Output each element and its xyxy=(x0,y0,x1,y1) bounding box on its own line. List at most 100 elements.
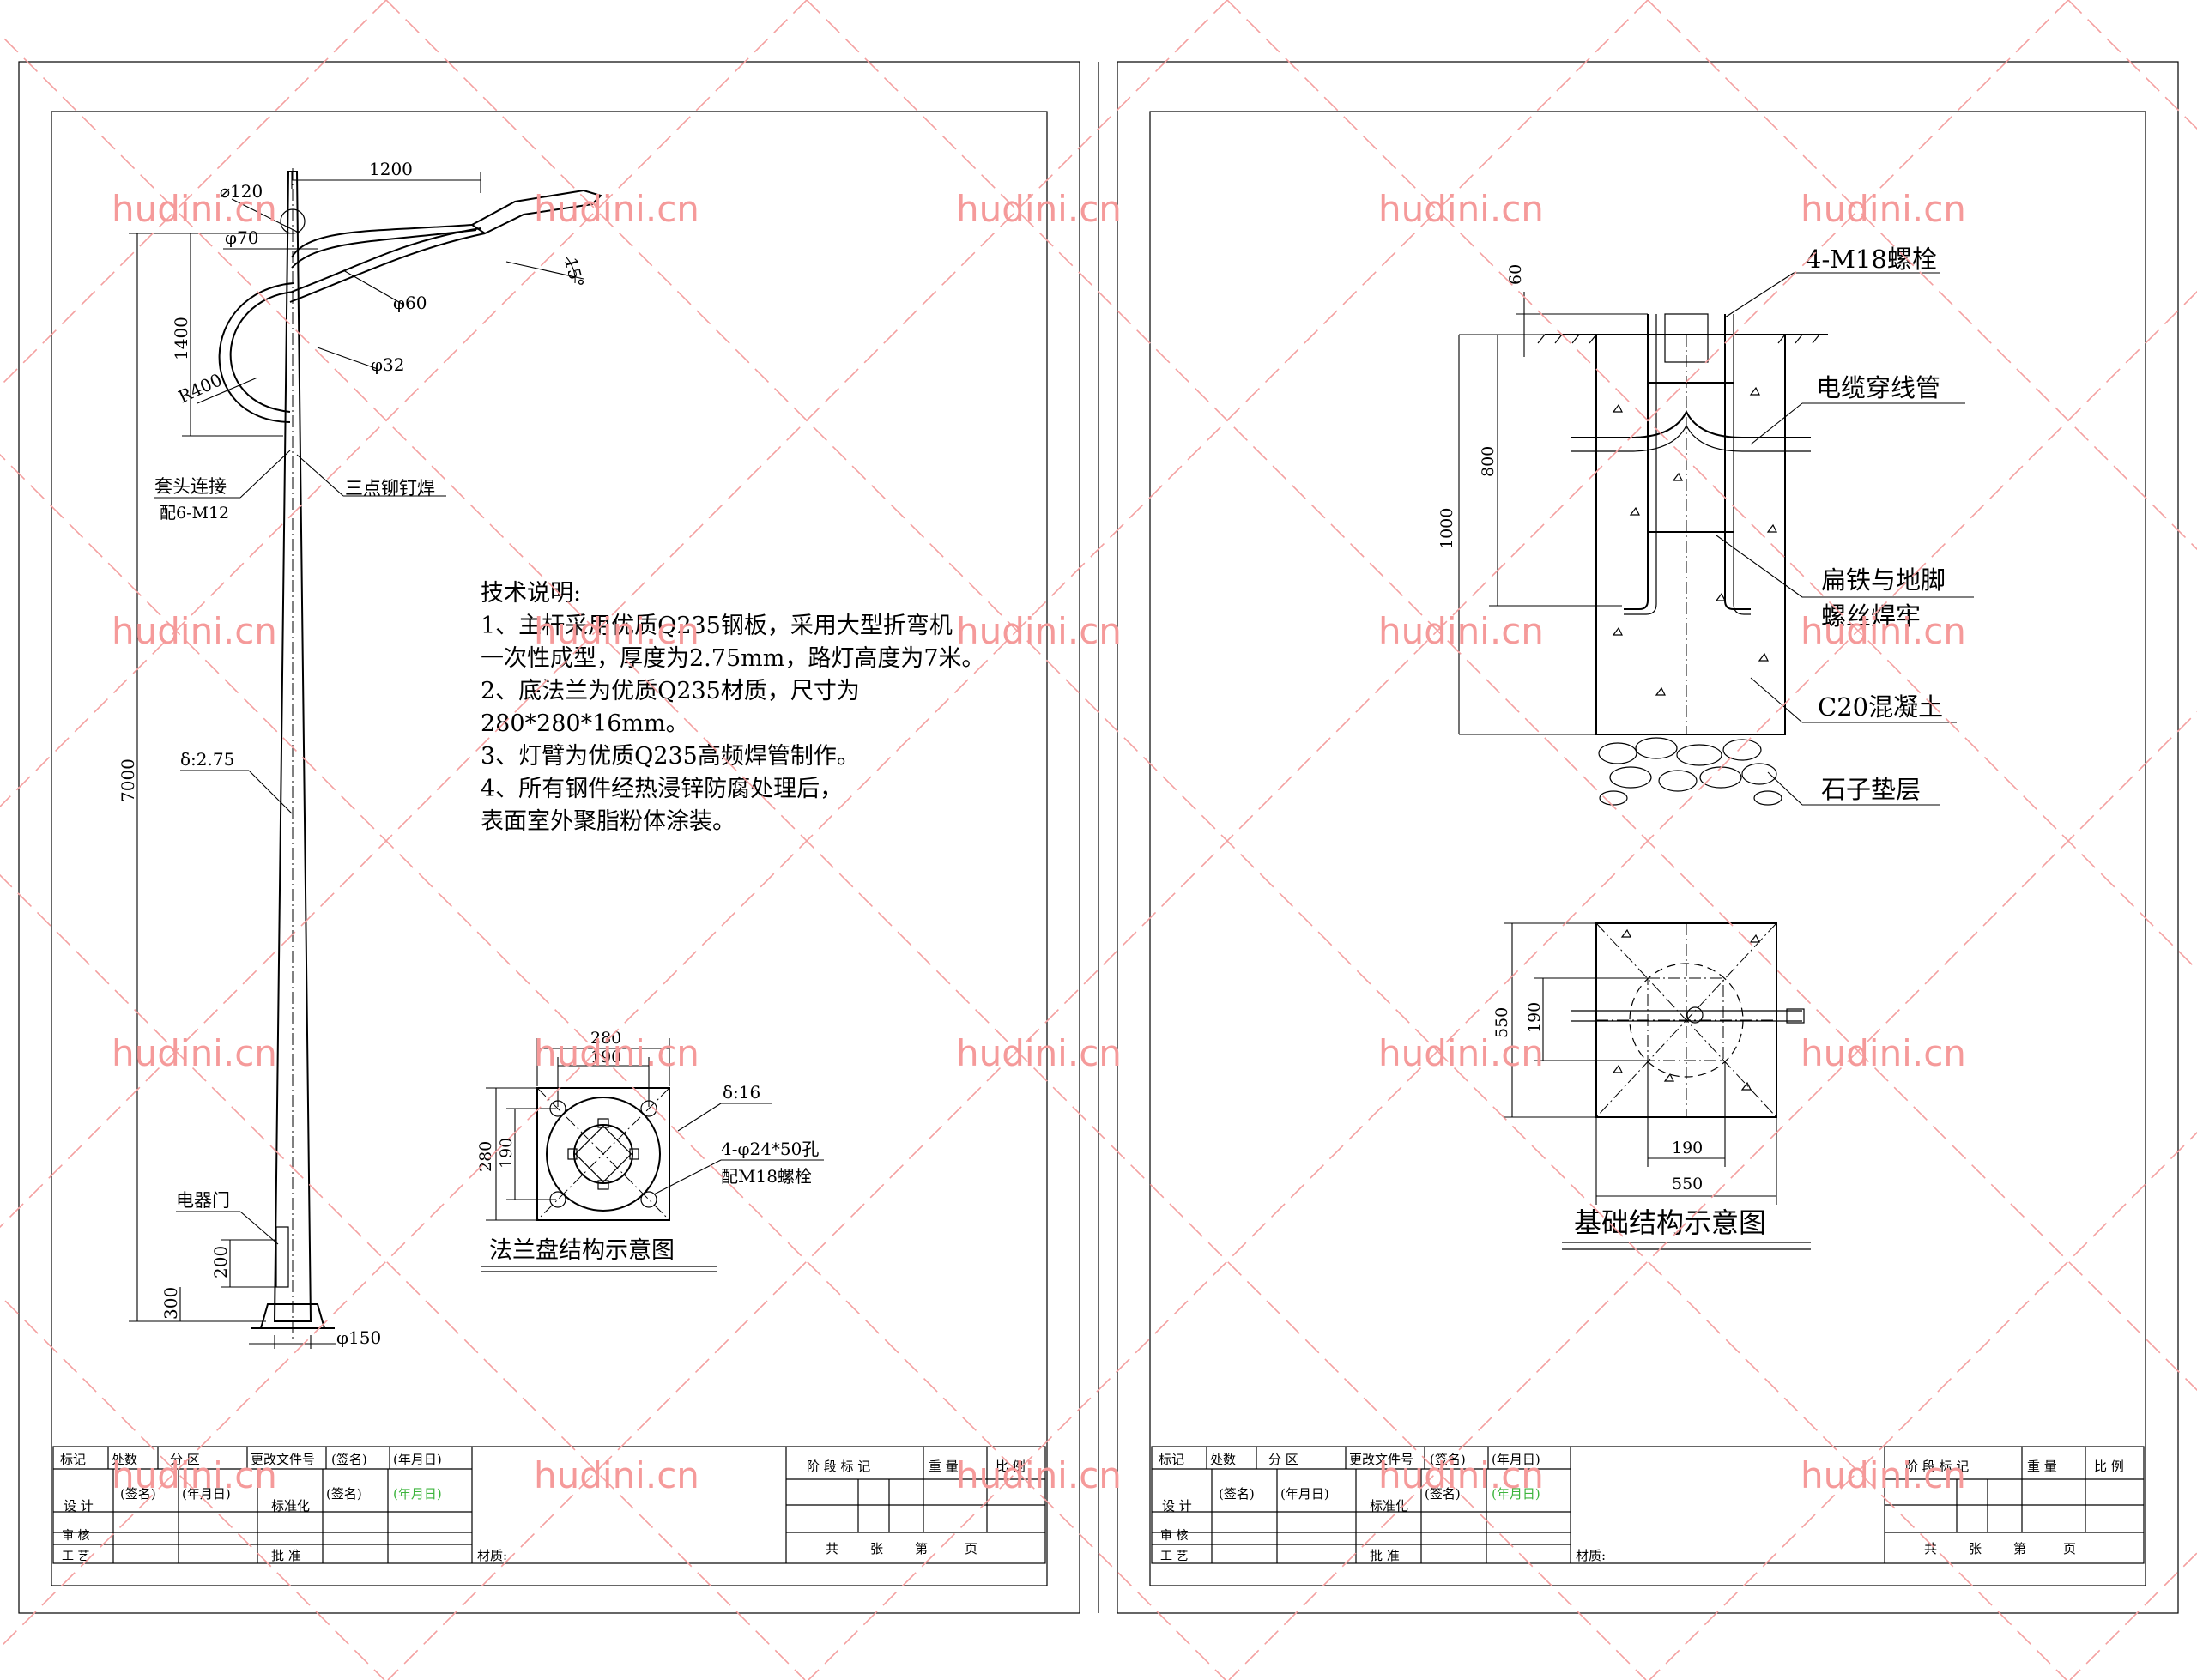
tech-note-line: 280*280*16mm。 xyxy=(481,710,689,737)
title-block-header-cell: (年月日) xyxy=(393,1452,442,1467)
title-block-sign: (签名) xyxy=(1219,1486,1255,1502)
foundation-plan: 550 190 190 550 基础结构示意图 xyxy=(1492,922,1811,1250)
dim-door-width: 200 xyxy=(210,1246,231,1278)
dim-arm-dia: φ60 xyxy=(393,293,427,313)
plan-dim-inner-v: 190 xyxy=(1525,1002,1544,1033)
watermark-text: hudini.cn xyxy=(1801,188,1966,230)
title-block-design: 设 计 xyxy=(64,1498,94,1514)
dim-door-height: 300 xyxy=(160,1287,181,1320)
title-block-craft: 工 艺 xyxy=(1160,1550,1188,1563)
title-block-header-cell: 重 量 xyxy=(929,1459,959,1474)
flange-dim-outer-v: 280 xyxy=(476,1141,495,1172)
section-dim-depth: 1000 xyxy=(1437,508,1456,549)
watermark-line xyxy=(0,0,387,388)
title-block-header-cell: 处数 xyxy=(1210,1452,1236,1467)
tech-note-line: 一次性成型，厚度为2.75mm，路灯高度为7米。 xyxy=(481,645,985,672)
watermark-line xyxy=(0,873,806,1680)
title-block-header-cell: (签名) xyxy=(1430,1452,1466,1467)
watermark-line xyxy=(0,453,1226,1680)
watermark-line xyxy=(385,0,2067,1680)
watermark-line xyxy=(0,0,1649,1649)
dim-top-dia: φ70 xyxy=(225,227,258,248)
watermark-text: hudini.cn xyxy=(1378,1454,1544,1496)
tech-note-line: 1、主杆采用优质Q235钢板，采用大型折弯机 xyxy=(481,613,953,639)
flange-holes: 4-φ24*50孔 xyxy=(721,1139,819,1159)
title-block-left: 标记 处数 分 区 更改文件号 (签名) (年月日) 阶 段 标 记 重 量 比 例设 计 (签名… xyxy=(52,1446,1046,1564)
title-block-sheet-count: 第 xyxy=(915,1541,928,1556)
watermark-text: hudini.cn xyxy=(112,610,277,652)
label-rivet-weld: 三点铆钉焊 xyxy=(345,478,435,499)
label-gravel: 石子垫层 xyxy=(1821,775,1921,804)
watermark-layer: hudini.cn hudini.cn hudini.cn hudini.cn hudi… xyxy=(112,188,1966,1496)
title-block-sign: (签名) xyxy=(1425,1486,1461,1502)
title-block-craft: 工 艺 xyxy=(62,1550,89,1563)
title-block-sheet-count: 页 xyxy=(2063,1541,2076,1556)
title-block-header-cell: 标记 xyxy=(60,1452,86,1467)
title-block-header-cell: 阶 段 标 记 xyxy=(807,1459,870,1474)
tech-note-line: 3、灯臂为优质Q235高频焊管制作。 xyxy=(481,743,860,770)
title-block-sign: (签名) xyxy=(120,1486,156,1502)
title-block-standard: 标准化 xyxy=(1370,1498,1408,1514)
watermark-text: hudini.cn xyxy=(112,188,277,230)
dim-pole-height: 7000 xyxy=(118,758,138,802)
title-block-header-cell: 比 例 xyxy=(996,1459,1026,1474)
plan-dim-inner-h: 190 xyxy=(1672,1139,1703,1157)
watermark-text: hudini.cn xyxy=(534,1454,699,1496)
title-block-sheet-count: 页 xyxy=(965,1541,977,1556)
title-block-sheet-count: 共 xyxy=(826,1541,838,1556)
dim-arm-height: 1400 xyxy=(171,317,191,360)
watermark-line xyxy=(387,0,2069,1680)
title-block-sheet-count: 张 xyxy=(870,1541,883,1556)
plan-dim-outer-v: 550 xyxy=(1492,1007,1511,1038)
dim-wall-thickness: δ:2.75 xyxy=(180,749,234,770)
flange-caption: 法兰盘结构示意图 xyxy=(489,1237,675,1264)
section-dim-top: 60 xyxy=(1506,264,1525,285)
dim-bend-radius: R400 xyxy=(175,369,225,407)
title-block-header-cell: 比 例 xyxy=(2094,1459,2124,1474)
watermark-text: hudini.cn xyxy=(956,610,1122,652)
title-block-header-cell: 标记 xyxy=(1159,1452,1184,1467)
label-cable-pipe: 电缆穿线管 xyxy=(1816,373,1940,402)
watermark-text: hudini.cn xyxy=(112,1032,277,1074)
title-block-date: (年月日) xyxy=(182,1486,231,1502)
label-flat-iron-1: 扁铁与地脚 xyxy=(1821,565,1946,595)
watermark-text: hudini.cn xyxy=(534,610,699,652)
title-block-header-cell: 重 量 xyxy=(2027,1459,2057,1474)
title-block-header-cell: (年月日) xyxy=(1492,1452,1540,1467)
tech-note-line: 2、底法兰为优质Q235材质，尺寸为 xyxy=(481,678,860,704)
flange-thickness: δ:16 xyxy=(723,1082,760,1103)
watermark-line xyxy=(1226,0,2197,971)
title-block-header-cell: (签名) xyxy=(331,1452,367,1467)
flange-dim-inner-v: 190 xyxy=(497,1138,516,1169)
watermark-line xyxy=(0,33,1647,1680)
title-block-design: 设 计 xyxy=(1162,1498,1192,1514)
watermark-line xyxy=(1649,1131,2197,1680)
watermark-text: hudini.cn xyxy=(1801,1032,1966,1074)
title-block-header-cell: 处数 xyxy=(112,1452,137,1467)
title-block-date: (年月日) xyxy=(1492,1486,1540,1502)
title-block-header-cell: 分 区 xyxy=(170,1452,200,1467)
foundation-section: 1000 800 60 4-M18螺栓 电缆穿线管 扁铁与地脚 螺丝焊牢 C20… xyxy=(1437,245,1974,806)
dim-lamp-ring: ⌀120 xyxy=(220,181,263,202)
label-concrete: C20混凝土 xyxy=(1818,692,1943,722)
title-block-material: 材质: xyxy=(477,1548,507,1563)
title-block-header-cell: 阶 段 标 记 xyxy=(1905,1459,1969,1474)
watermark-line xyxy=(808,290,2197,1680)
label-sleeve-bolts: 配6-M12 xyxy=(160,504,229,523)
dim-lamp-angle: 15° xyxy=(560,255,588,289)
dim-brace-dia: φ32 xyxy=(371,354,404,375)
label-sleeve-joint: 套头连接 xyxy=(154,476,227,497)
sheet-frames xyxy=(18,61,2179,1614)
section-dim-bolt-len: 800 xyxy=(1479,446,1498,477)
tech-note-line: 4、所有钢件经热浸锌防腐处理后， xyxy=(481,776,843,802)
title-block-date: (年月日) xyxy=(1280,1486,1329,1502)
title-block-header-cell: 更改文件号 xyxy=(1349,1452,1413,1467)
title-block-header-cell: 分 区 xyxy=(1268,1452,1298,1467)
flange-bolts: 配M18螺栓 xyxy=(721,1166,812,1187)
title-block-header-cell: 更改文件号 xyxy=(251,1452,315,1467)
title-block-review: 审 核 xyxy=(62,1529,89,1543)
title-block-approve: 批 准 xyxy=(271,1548,301,1563)
flange-drawing: 280 190 280 190 δ:16 4-φ24*50孔 配M18螺栓 法兰… xyxy=(476,1029,824,1272)
watermark-line xyxy=(1647,0,2197,551)
